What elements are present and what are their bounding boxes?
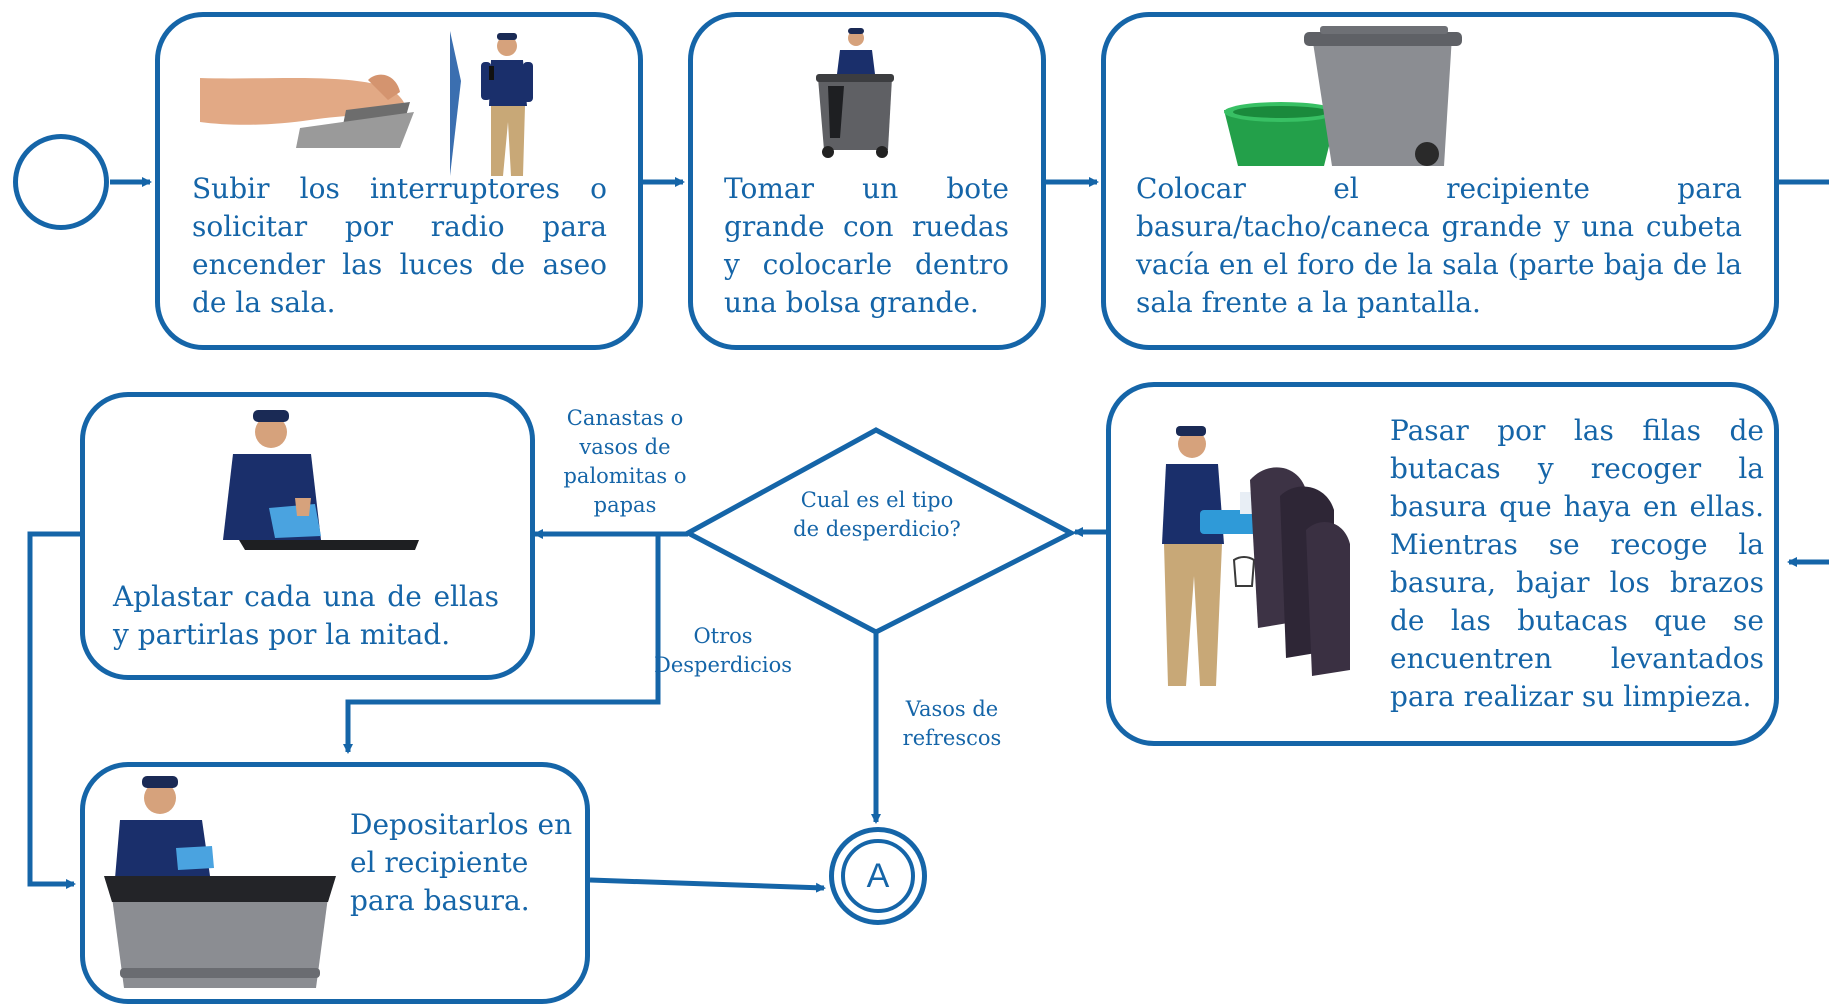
decision-question: Cual es el tipo de desperdicio? xyxy=(793,488,961,541)
step-walk-rows-text: Pasar por las filas de butacas y recoger… xyxy=(1390,414,1764,713)
edge-decision-to-step6 xyxy=(343,534,661,754)
step-crush-items-text: Aplastar cada una de ellas y partirlas p… xyxy=(113,580,499,651)
step-raise-switches-text: Subir los interruptores o solicitar por … xyxy=(192,172,607,319)
decision-diamond xyxy=(682,427,1077,635)
step-take-bin-text: Tomar un bote grande con ruedas y coloca… xyxy=(724,172,1009,319)
worker-crushing-icon xyxy=(223,410,419,550)
start-event xyxy=(13,134,109,230)
edge-step5-to-step6 xyxy=(27,531,80,889)
hand-trowel-icon xyxy=(200,74,414,148)
worker-trash-bin-icon xyxy=(816,28,894,158)
off-page-connector: A xyxy=(829,827,927,925)
worker-depositing-icon xyxy=(104,776,336,988)
branch-label-other: Otros Desperdicios xyxy=(653,624,792,677)
step-place-container-text: Colocar el recipiente para basura/tacho/… xyxy=(1136,172,1742,319)
step-raise-switches xyxy=(155,12,643,350)
branch-label-cups: Vasos de refrescos xyxy=(902,697,1002,750)
edge-step6-to-connector xyxy=(589,877,826,893)
branch-label-baskets: Canastas o vasos de palomitas o papas xyxy=(563,406,687,517)
step-walk-rows xyxy=(1106,382,1779,746)
worker-seats-icon xyxy=(1162,426,1350,686)
worker-radio-icon xyxy=(450,31,533,176)
step-deposit-items-text: Depositarlos en el recipiente para basur… xyxy=(350,808,573,917)
connector-label: A xyxy=(841,839,915,913)
trash-can-bucket-icon xyxy=(1224,26,1462,166)
